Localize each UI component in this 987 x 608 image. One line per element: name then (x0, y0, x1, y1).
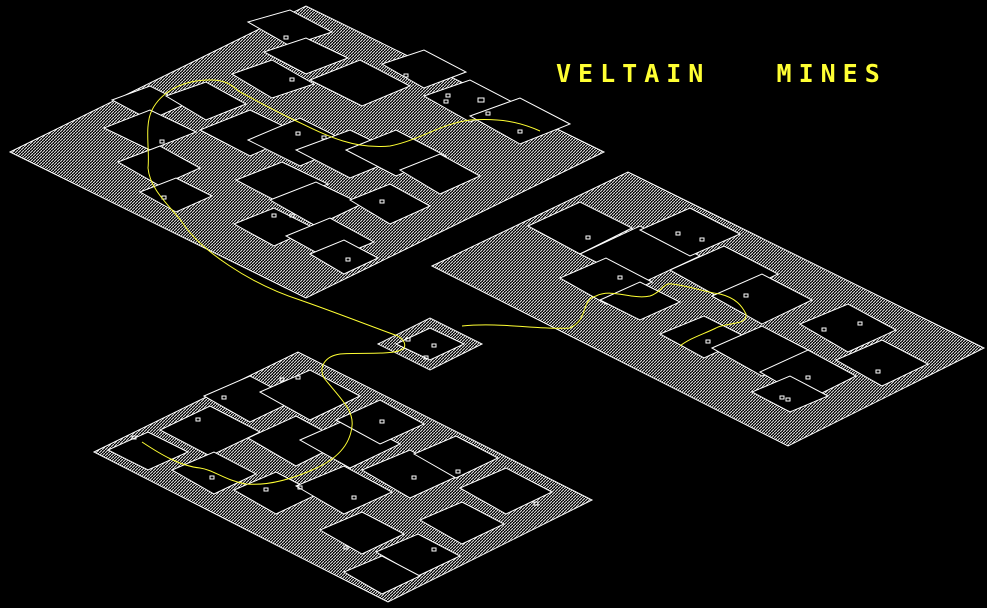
south-mine-level (92, 351, 594, 603)
east-level-floor (430, 171, 986, 447)
travelled-path (141, 79, 747, 485)
junction-chamber (394, 327, 466, 361)
north-mine-level (8, 5, 606, 299)
south-level-pillars (131, 375, 539, 552)
east-level-pillars (585, 231, 881, 402)
south-level-chambers (106, 369, 554, 595)
north-level-chambers (102, 9, 572, 275)
east-level-chambers (526, 201, 930, 413)
east-mine-level (430, 171, 986, 447)
junction-pillars (405, 337, 437, 360)
map-title: VELTAIN MINES (556, 59, 887, 88)
central-junction (376, 317, 484, 371)
north-level-pillars (159, 35, 523, 262)
